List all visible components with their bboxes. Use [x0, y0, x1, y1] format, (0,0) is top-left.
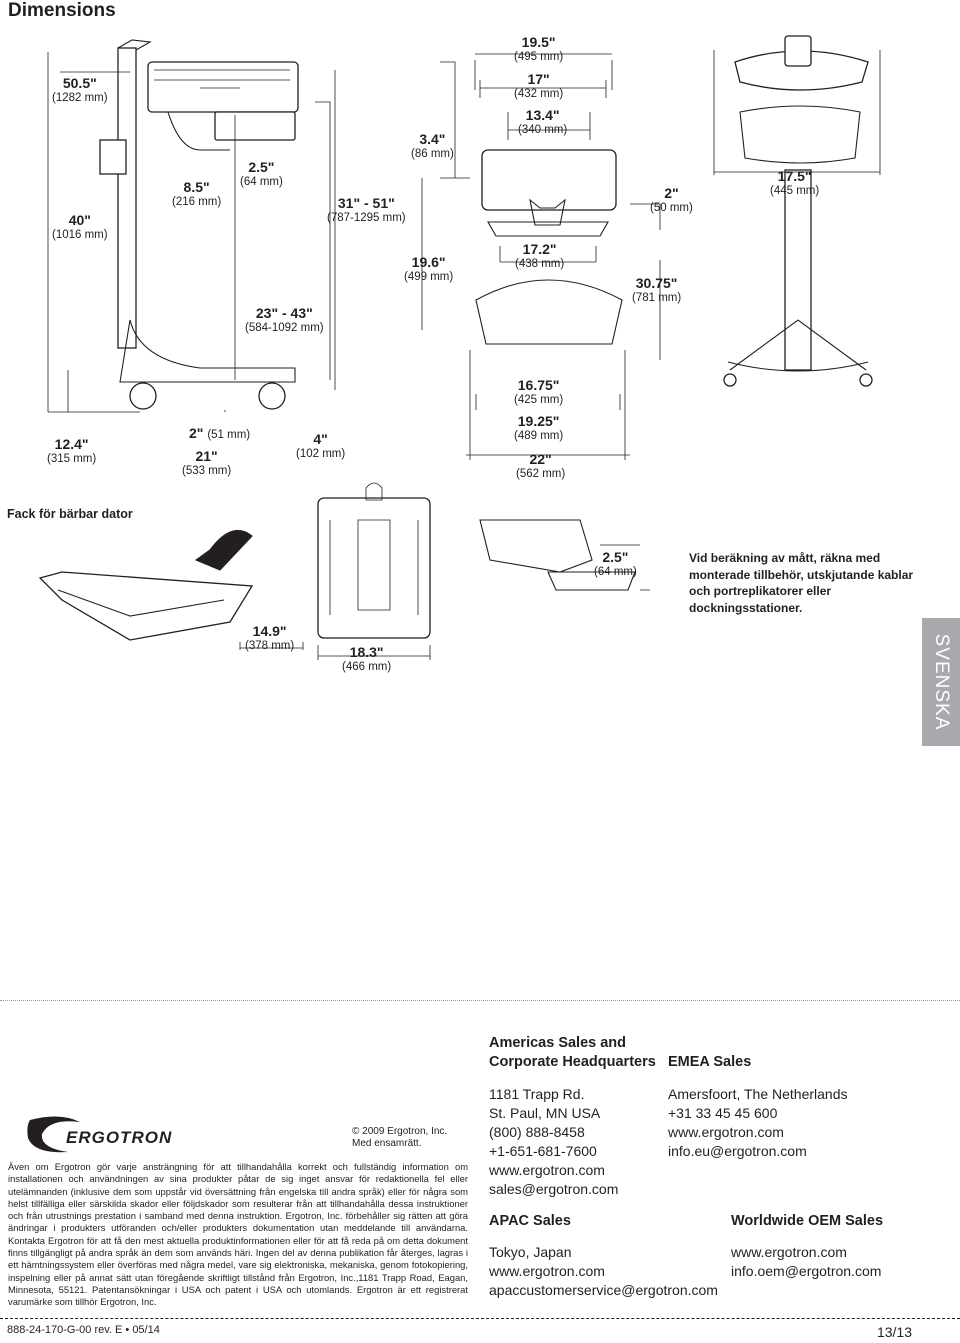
dim-keyboard-range: 23" - 43"(584-1092 mm) [245, 305, 324, 334]
laptop-tray-drawing [38, 482, 650, 660]
dim-17-2: 17.2"(438 mm) [515, 241, 565, 270]
dim-30-75: 30.75"(781 mm) [632, 275, 682, 304]
americas-details: 1181 Trapp Rd. St. Paul, MN USA (800) 88… [489, 1086, 619, 1197]
dim-14-9: 14.9"(378 mm) [245, 623, 295, 652]
dim-work-range: 31" - 51"(787-1295 mm) [327, 195, 406, 224]
dim-total-height: 50.5"(1282 mm) [52, 75, 108, 104]
dim-4: 4"(102 mm) [296, 431, 346, 460]
legal-disclaimer: Även om Ergotron gör varje ansträngning … [8, 1161, 468, 1308]
dim-2-5-tray: 2.5"(64 mm) [594, 549, 637, 578]
dim-16-75: 16.75"(425 mm) [514, 377, 564, 406]
dim-19-25: 19.25"(489 mm) [514, 413, 564, 442]
dim-17: 17"(432 mm) [514, 71, 564, 100]
dim-17-5: 17.5"(445 mm) [770, 168, 820, 197]
page-title: Dimensions [8, 0, 116, 21]
cart-top-view-drawing [713, 35, 881, 387]
divider [0, 1000, 960, 1001]
apac-heading: APAC Sales [489, 1213, 571, 1229]
language-tab-label: SVENSKA [931, 633, 952, 731]
dim-19-6: 19.6"(499 mm) [404, 254, 454, 283]
dim-2: 2"(50 mm) [650, 185, 693, 214]
americas-heading: Americas Sales and Corporate Headquarter… [489, 1035, 656, 1070]
page-number: 13/13 [876, 1324, 912, 1340]
laptop-section-label: Fack för bärbar dator [7, 507, 133, 521]
dim-21: 21"(533 mm) [182, 448, 232, 477]
technical-drawings [38, 35, 881, 660]
measurement-note: Vid beräkning av mått, räkna med montera… [689, 551, 914, 615]
dim-2-5: 2.5"(64 mm) [240, 159, 283, 188]
apac-details: Tokyo, Japan www.ergotron.com apaccustom… [489, 1244, 718, 1298]
logo-mark-icon [27, 1116, 80, 1153]
footer-rule [0, 1318, 960, 1319]
dim-8-5: 8.5"(216 mm) [172, 179, 222, 208]
dim-18-3: 18.3"(466 mm) [342, 644, 392, 673]
dim-2-51: 2" (51 mm) [189, 425, 251, 441]
document-number: 888-24-170-G-00 rev. E • 05/14 [7, 1324, 160, 1336]
dim-12-4: 12.4"(315 mm) [47, 436, 97, 465]
dim-22: 22"(562 mm) [516, 451, 566, 480]
cart-front-view-drawing [466, 53, 661, 460]
emea-details: Amersfoort, The Netherlands +31 33 45 45… [668, 1086, 848, 1159]
oem-details: www.ergotron.com info.oem@ergotron.com [731, 1244, 882, 1279]
dim-19-5: 19.5"(495 mm) [514, 34, 564, 63]
language-tab: SVENSKA [922, 618, 960, 746]
ergotron-logo: ERGOTRON [20, 1112, 195, 1156]
logo-wordmark: ERGOTRON [66, 1128, 173, 1147]
dim-13-4: 13.4"(340 mm) [518, 107, 568, 136]
emea-heading: EMEA Sales [668, 1054, 752, 1070]
copyright: © 2009 Ergotron, Inc. Med ensamrätt. [352, 1126, 448, 1149]
oem-heading: Worldwide OEM Sales [731, 1213, 884, 1229]
dim-3-4: 3.4"(86 mm) [411, 131, 454, 160]
dim-base-height: 40"(1016 mm) [52, 212, 108, 241]
cart-side-view-drawing [47, 39, 470, 413]
